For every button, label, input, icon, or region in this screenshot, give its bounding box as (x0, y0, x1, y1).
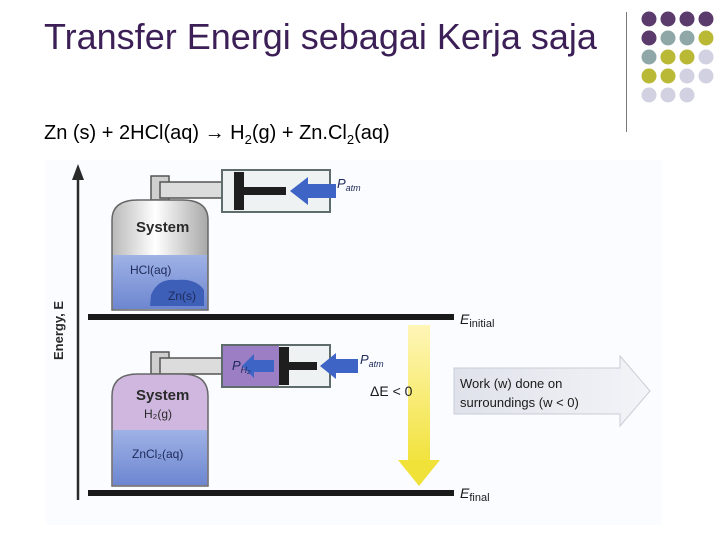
work-arrow-icon (453, 354, 651, 428)
equation-sub2: 2 (346, 132, 355, 147)
decorative-dot (679, 68, 695, 84)
equation-part1: Zn (s) + 2HCl(aq) (44, 122, 205, 144)
bottom-piston (279, 347, 289, 385)
decorative-dot (641, 49, 657, 65)
decorative-dot (660, 87, 676, 103)
bottom-piston-rod (289, 362, 317, 370)
work-label-line1: Work (w) done on (460, 376, 562, 391)
bottom-patm-arrow-icon (320, 353, 358, 379)
divider-line (626, 12, 627, 132)
slide-title: Transfer Energi sebagai Kerja saja (44, 16, 597, 57)
decorative-dot (679, 30, 695, 46)
decorative-dot (679, 49, 695, 65)
decorative-dot (660, 11, 676, 27)
axis-arrow-icon (72, 164, 84, 180)
top-zn-label: Zn(s) (168, 289, 196, 303)
top-apparatus (111, 169, 336, 311)
top-hcl-label: HCl(aq) (130, 263, 171, 277)
decorative-dot (641, 30, 657, 46)
decorative-dot (698, 11, 714, 27)
equation-part4: (aq) (354, 122, 390, 144)
top-system-label: System (136, 219, 189, 236)
bottom-ph2-label: PH₂ (232, 358, 251, 375)
decorative-dot (698, 30, 714, 46)
decorative-dot (679, 87, 695, 103)
energy-diagram: Energy, E Patm System HCl(aq) Zn(s) Eini… (46, 160, 662, 525)
equation-part2: H (224, 122, 245, 144)
decorative-dot (679, 11, 695, 27)
equation-sub1: 2 (244, 132, 252, 147)
bottom-zncl2-label: ZnCl₂(aq) (132, 447, 183, 461)
decorative-dot (660, 49, 676, 65)
decorative-dot (660, 30, 676, 46)
equation-part3: (g) + Zn.Cl (251, 122, 347, 144)
reaction-equation: Zn (s) + 2HCl(aq) → H2(g) + Zn.Cl2(aq) (44, 122, 390, 147)
decorative-dot (641, 68, 657, 84)
e-initial-label: Einitial (460, 311, 494, 330)
top-piston (234, 172, 244, 210)
axis-label: Energy, E (51, 301, 66, 360)
bottom-apparatus (111, 344, 358, 487)
bottom-h2-label: H₂(g) (144, 407, 172, 421)
decorative-dot (698, 49, 714, 65)
delta-e-label: ΔE < 0 (370, 383, 413, 399)
decorative-dot (641, 87, 657, 103)
top-piston-rod (244, 187, 286, 195)
decorative-dot (660, 68, 676, 84)
arrow-icon: → (204, 122, 225, 144)
e-final-label: Efinal (460, 485, 490, 504)
decorative-dot-grid (641, 11, 714, 103)
energy-axis (72, 164, 84, 500)
delta-e-arrow-icon (398, 325, 440, 486)
ph2-arrow-icon (242, 354, 274, 378)
bottom-patm-label: Patm (360, 352, 384, 369)
bottom-system-label: System (136, 387, 189, 404)
top-patm-arrow-icon (290, 177, 336, 205)
top-patm-label: Patm (337, 176, 361, 193)
decorative-dot (698, 68, 714, 84)
decorative-dot (641, 11, 657, 27)
work-label-line2: surroundings (w < 0) (460, 395, 579, 410)
